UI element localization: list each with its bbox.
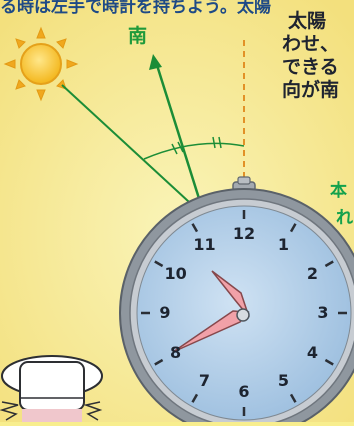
explanation-line: 向が南: [282, 79, 340, 101]
clock-tick: [324, 260, 334, 268]
sun-direction-line: [61, 84, 202, 214]
clock-numeral: 6: [238, 382, 250, 401]
clock-tick: [154, 260, 164, 268]
angle-tick: [171, 143, 178, 155]
clock-stem-top: [237, 176, 251, 185]
explanation-line: できる: [282, 56, 339, 78]
clock-numeral: 11: [193, 234, 216, 254]
clock-numeral: 2: [306, 263, 318, 283]
clock-tick: [289, 393, 297, 403]
clock-tick: [324, 358, 334, 366]
clock-numeral: 4: [306, 342, 318, 362]
explanation-text: 太陽 わせ、 できる 向が南: [282, 10, 354, 102]
angle-tick: [177, 141, 184, 153]
side-note: 本 れ: [330, 178, 354, 232]
clock-numeral: 3: [317, 303, 329, 322]
clock-tick: [154, 358, 164, 366]
clock-ticks: [141, 210, 347, 416]
doctor-character: [0, 355, 103, 422]
sun-icon: [3, 26, 79, 102]
clock-tick: [289, 223, 297, 233]
clock-tick: [191, 393, 199, 403]
angle-tick: [212, 136, 216, 149]
clock-numeral: 10: [164, 263, 187, 283]
angle-tick: [218, 136, 222, 149]
clock-numeral: 5: [277, 371, 290, 391]
clock-numeral: 12: [232, 224, 256, 243]
clock-center: [236, 308, 250, 322]
south-label: 南: [128, 25, 148, 47]
explanation-line: 太陽: [288, 10, 327, 32]
explanation-line: わせ、: [282, 33, 340, 55]
clock-numeral: 1: [277, 234, 290, 254]
side-note-line: れ: [336, 208, 353, 228]
clock-numeral: 8: [170, 342, 182, 362]
south-arrow-line: [154, 61, 204, 209]
page-heading: る時は左手で時計を持ちよう。太陽: [0, 0, 271, 16]
clock-numeral: 9: [159, 303, 171, 322]
clock-tick: [191, 223, 199, 233]
angle-arc: [143, 142, 245, 160]
side-note-line: 本: [330, 181, 347, 201]
clock-numeral: 7: [198, 371, 211, 391]
south-arrow-head: [149, 54, 162, 70]
